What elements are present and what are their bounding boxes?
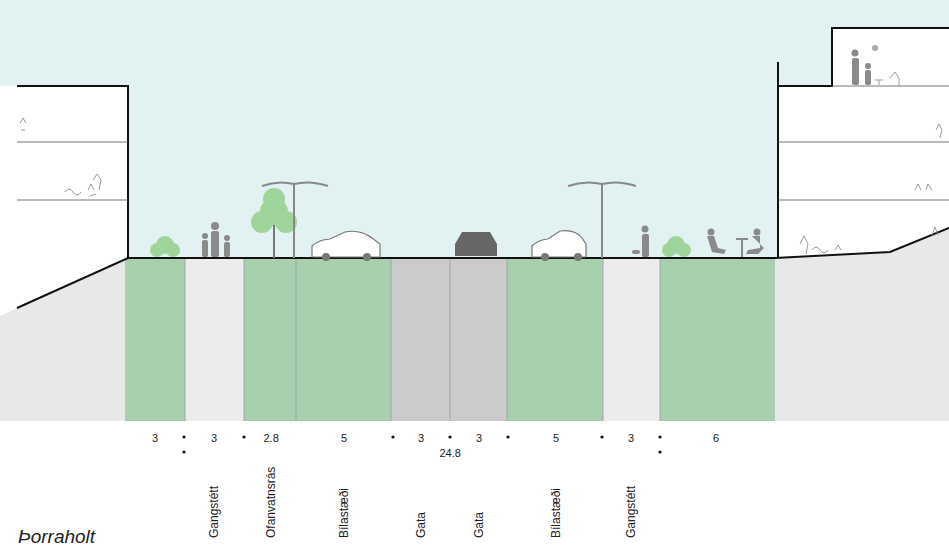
dimension-label: 6 [713, 433, 719, 444]
dimension-label: 3 [152, 433, 158, 444]
band-name: Ofanvatnsrás [265, 467, 277, 538]
dimension-label: 3 [418, 433, 424, 444]
band-name: Gangstétt [208, 486, 220, 538]
dimension-label: 3 [628, 433, 634, 444]
dimension-label: 2.8 [264, 433, 279, 444]
dimension-label: 3 [211, 433, 217, 444]
band-name: Bílastæði [550, 488, 562, 538]
band-name: Gangstétt [625, 486, 637, 538]
band-name: Gata [473, 512, 485, 538]
dimension-label: 5 [553, 433, 559, 444]
dimension-label: 5 [341, 433, 347, 444]
caption: Þorraholt [18, 527, 95, 546]
band-name: Gata [415, 512, 427, 538]
dimension-label: 3 [476, 433, 482, 444]
band-name: Bílastæði [338, 488, 350, 538]
dimension-label: 24.8 [440, 448, 461, 459]
